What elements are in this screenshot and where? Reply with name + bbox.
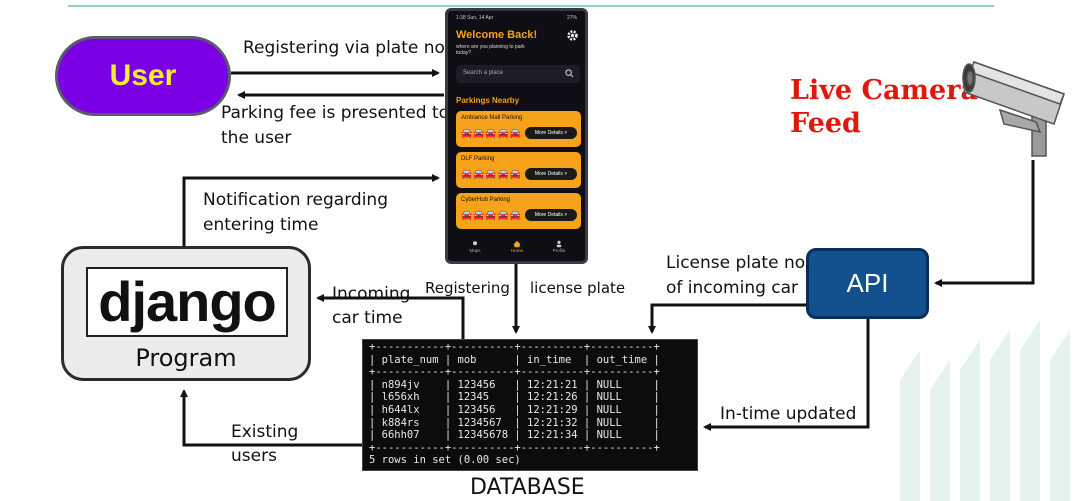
background-stripes (900, 320, 1070, 501)
car-icons: 🚘🚘🚘🚘🚘 (461, 169, 523, 179)
camera-label-line-2: Feed (790, 108, 861, 139)
label-existing-2: users (231, 446, 277, 466)
api-node: API (806, 248, 929, 319)
table-border: +-----------+----------+----------+-----… (369, 441, 660, 454)
table-header: | plate_num | mob | in_time | out_time | (369, 353, 660, 366)
top-divider (68, 5, 994, 7)
arrow-api-to-db-plate (648, 303, 806, 334)
table-row: | l656xh | 12345 | 12:21:26 | NULL | (369, 391, 660, 404)
nav-profile-label: Profile (552, 248, 566, 253)
more-details-button[interactable]: More Details > (525, 209, 577, 221)
parking-card[interactable]: CyberHub Parking 🚘🚘🚘🚘🚘 More Details > (456, 193, 581, 229)
database-table-text: +-----------+----------+----------+-----… (369, 341, 660, 467)
phone-bottom-nav: Maps Home Profile (448, 239, 585, 261)
arrow-camera-to-api (934, 160, 1035, 287)
phone-status-time: 1:38 Sun, 14 Apr (456, 15, 494, 21)
cctv-camera-icon (962, 61, 1065, 157)
database-terminal: +-----------+----------+----------+-----… (362, 339, 698, 471)
django-logo-text: django (98, 270, 277, 333)
car-icons: 🚘🚘🚘🚘🚘 (461, 128, 523, 138)
gear-icon[interactable] (566, 29, 579, 42)
label-api-plate-1: License plate no. (666, 253, 811, 273)
parking-card[interactable]: Ambiance Mall Parking 🚘🚘🚘🚘🚘 More Details… (456, 111, 581, 147)
home-icon (513, 240, 521, 248)
nav-home-label: Home (510, 248, 523, 253)
map-icon (473, 241, 477, 246)
camera-label: Live Camera Feed (790, 74, 978, 140)
nav-profile[interactable]: Profile (544, 239, 574, 253)
arrow-db-to-program-users (180, 389, 362, 447)
label-program-to-app-1: Notification regarding (203, 190, 388, 210)
search-icon (565, 69, 574, 78)
parking-card-name: CyberHub Parking (461, 197, 511, 203)
label-api-plate-2: of incoming car (666, 278, 799, 298)
label-in-time-updated: In-time updated (720, 404, 857, 424)
label-registering: Registering (425, 279, 510, 297)
label-incoming-2: car time (332, 308, 403, 328)
more-details-button[interactable]: More Details > (525, 168, 577, 180)
label-existing-1: Existing (231, 422, 299, 442)
database-label: DATABASE (470, 475, 585, 500)
django-logo: django (86, 267, 288, 337)
table-row: | n894jv | 123456 | 12:21:21 | NULL | (369, 378, 660, 391)
nav-maps-label: Maps (469, 248, 481, 253)
phone-search-placeholder: Search a place (463, 70, 504, 76)
label-incoming-1: Incoming (332, 284, 411, 304)
table-row: | k884rs | 1234567 | 12:21:32 | NULL | (369, 416, 660, 429)
parking-card-name: DLF Parking (461, 156, 495, 162)
user-label: User (109, 59, 177, 92)
api-label: API (846, 268, 889, 298)
program-label: Program (135, 344, 237, 372)
more-details-button[interactable]: More Details > (525, 127, 577, 139)
arrow-db-to-program-time (316, 294, 465, 339)
table-row: | 66hh07 | 12345678 | 12:21:34 | NULL | (369, 429, 660, 442)
phone-welcome-title: Welcome Back! (456, 29, 538, 41)
phone-status-battery: 27% (566, 15, 577, 21)
table-border: +-----------+----------+----------+-----… (369, 366, 660, 379)
label-app-to-user-2: the user (221, 128, 292, 148)
nav-maps[interactable]: Maps (460, 239, 490, 253)
label-program-to-app-2: entering time (203, 215, 319, 235)
parking-card-name: Ambiance Mall Parking (461, 115, 523, 121)
phone-subtitle: where are you planning to park today? (456, 44, 525, 56)
label-license-plate: license plate (530, 279, 626, 297)
phone-app-screenshot: 1:38 Sun, 14 Apr 27% Welcome Back! where… (445, 8, 588, 264)
arrow-program-to-app (182, 174, 440, 246)
table-footer: 5 rows in set (0.00 sec) (369, 454, 521, 467)
label-user-to-app: Registering via plate no. (243, 38, 451, 58)
profile-icon (556, 240, 562, 248)
camera-label-line-1: Live Camera (790, 75, 978, 106)
label-app-to-user-1: Parking fee is presented to (221, 103, 450, 123)
phone-search-bar[interactable]: Search a place (456, 65, 580, 83)
user-node: User (55, 36, 231, 116)
car-icons: 🚘🚘🚘🚘🚘 (461, 210, 523, 220)
table-row: | h644lx | 123456 | 12:21:29 | NULL | (369, 403, 660, 416)
arrow-api-to-db-update (703, 319, 870, 431)
phone-nearby-title: Parkings Nearby (456, 96, 520, 105)
parking-card[interactable]: DLF Parking 🚘🚘🚘🚘🚘 More Details > (456, 152, 581, 188)
nav-home[interactable]: Home (502, 239, 532, 253)
table-border: +-----------+----------+----------+-----… (369, 341, 660, 353)
